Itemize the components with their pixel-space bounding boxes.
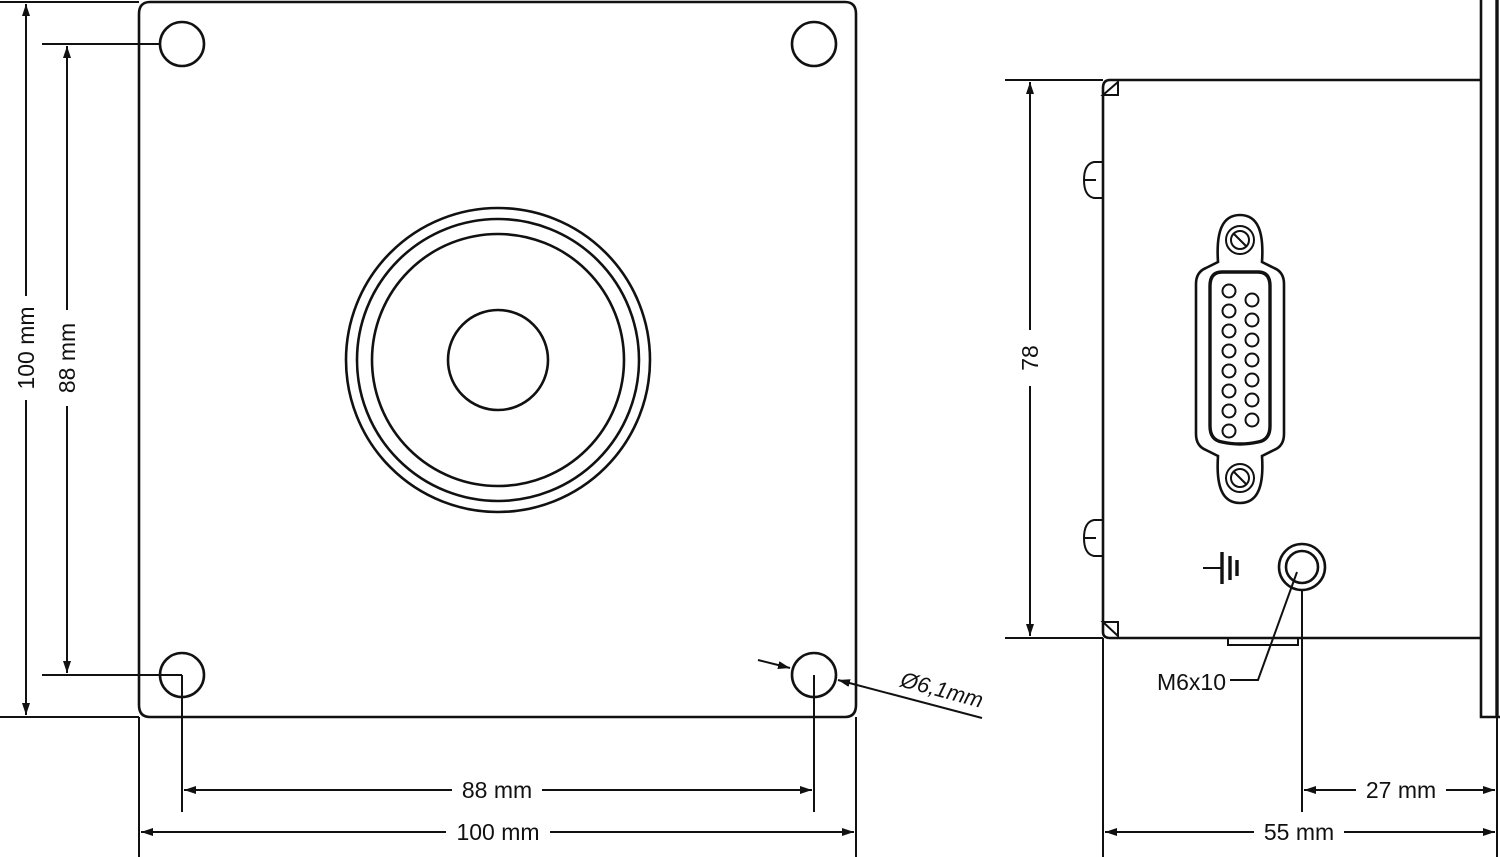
label-front-width: 100 mm [456, 819, 539, 845]
label-ground-offset: 27 mm [1366, 777, 1436, 803]
flange-plate-edge [1479, 0, 1500, 719]
central-boss [344, 206, 652, 514]
dimension-side-depth: 55 mm [1105, 819, 1495, 845]
dimension-front-hole-spacing-vertical: 88 mm [54, 46, 80, 673]
dimension-front-height: 100 mm [13, 4, 39, 715]
label-hole-diameter: Ø6,1mm [897, 667, 986, 713]
dimension-front-width: 100 mm [141, 819, 854, 845]
front-view: 100 mm 88 mm 88 mm 100 mm Ø6,1 [0, 0, 986, 857]
label-front-height: 100 mm [13, 306, 39, 389]
db15-connector-icon [1194, 213, 1286, 505]
label-side-depth: 55 mm [1264, 819, 1334, 845]
mounting-hole-top-right [790, 20, 838, 68]
label-side-height: 78 [1017, 345, 1043, 371]
mounting-hole-top-left [158, 20, 206, 68]
ground-stud-icon [1277, 542, 1327, 592]
dimension-ground-offset: 27 mm [1304, 777, 1495, 803]
dimension-front-hole-spacing-horizontal: 88 mm [184, 777, 812, 803]
label-hole-spacing-horizontal: 88 mm [462, 777, 532, 803]
housing-body [1101, 78, 1481, 640]
mounting-plate [137, 0, 858, 719]
dimension-side-height: 78 [1017, 82, 1043, 636]
label-hole-spacing-vertical: 88 mm [54, 323, 80, 393]
side-view: M6x10 78 27 mm 55 mm [1005, 0, 1500, 857]
ground-symbol-icon [1203, 552, 1239, 584]
label-thread-callout: M6x10 [1157, 669, 1226, 695]
thread-callout: M6x10 [1157, 571, 1298, 695]
